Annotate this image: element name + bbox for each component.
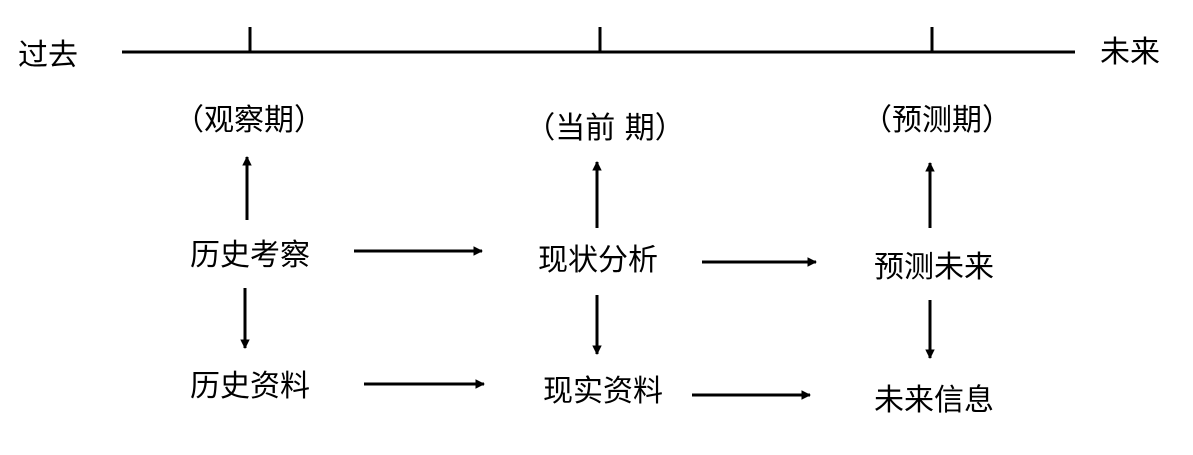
node-future-info: 未来信息 bbox=[874, 383, 994, 418]
timeline-end-label: 未来 bbox=[1100, 35, 1160, 70]
period-label-current: （当前 期） bbox=[525, 111, 685, 146]
node-current-data: 现实资料 bbox=[543, 374, 663, 409]
period-label-observation: （观察期） bbox=[174, 103, 324, 138]
timeline-start-label: 过去 bbox=[18, 38, 78, 73]
period-label-forecast: （预测期） bbox=[862, 103, 1012, 138]
node-history-data: 历史资料 bbox=[190, 369, 310, 404]
node-forecast-future: 预测未来 bbox=[874, 250, 994, 285]
node-history-review: 历史考察 bbox=[190, 238, 310, 273]
node-status-analysis: 现状分析 bbox=[538, 243, 658, 278]
